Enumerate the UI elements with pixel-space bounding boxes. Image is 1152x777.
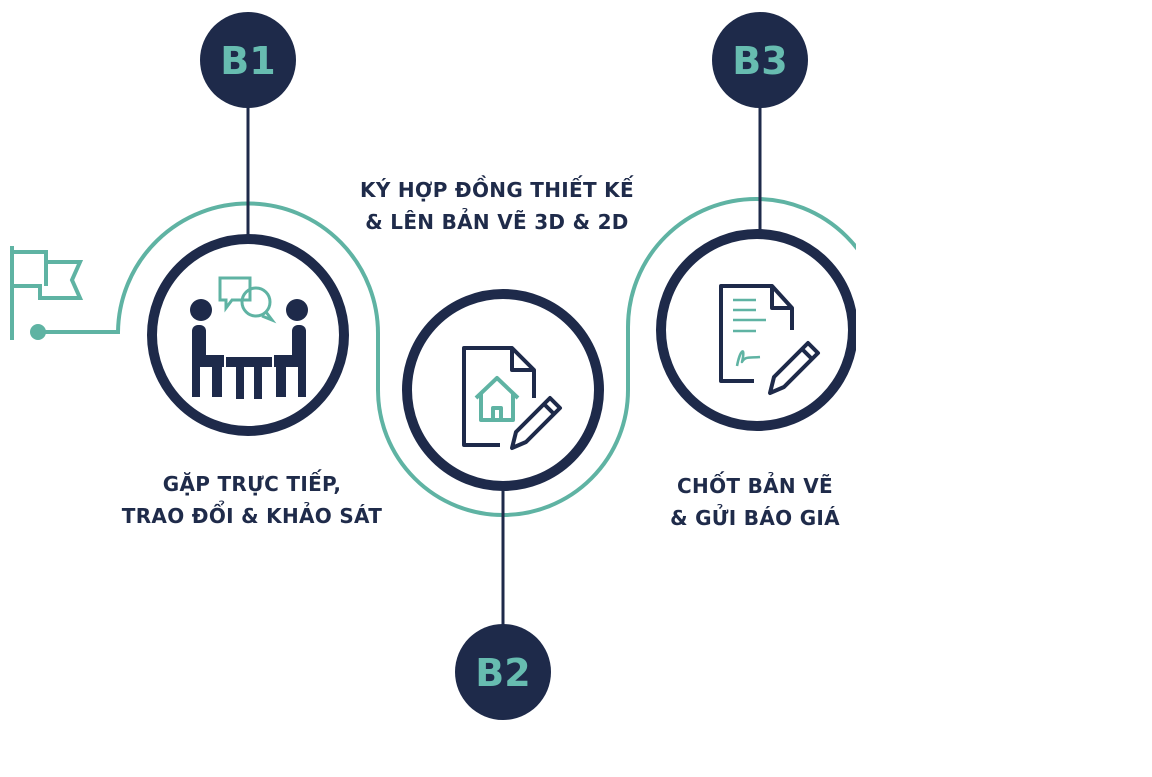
step-circle-b2 <box>402 289 604 491</box>
badge-label: B1 <box>220 39 275 83</box>
process-path <box>38 197 856 517</box>
step-b1-line-2: TRAO ĐỔI & KHẢO SÁT <box>121 504 383 528</box>
step-circle-b1 <box>147 234 349 436</box>
step-b3-description: CHỐT BẢN VẼ & GỬI BÁO GIÁ <box>670 470 840 534</box>
step-b1-description: GẶP TRỰC TIẾP, TRAO ĐỔI & KHẢO SÁT <box>122 468 382 532</box>
step-b2-line-1: KÝ HỢP ĐỒNG THIẾT KẾ <box>360 178 634 202</box>
step-b3-line-1: CHỐT BẢN VẼ <box>677 474 833 498</box>
step-circle-b3 <box>656 229 856 431</box>
flag-icon <box>10 246 84 340</box>
step-badge-b3: B3 <box>712 12 808 108</box>
step-badge-b2: B2 <box>455 624 551 720</box>
house-document-pencil-icon <box>462 346 562 450</box>
signed-document-pencil-icon <box>719 284 820 395</box>
badge-label: B2 <box>475 651 530 695</box>
step-b1-line-1: GẶP TRỰC TIẾP, <box>162 472 342 496</box>
step-b2-line-2: & LÊN BẢN VẼ 3D & 2D <box>365 210 629 234</box>
start-dot <box>30 324 46 340</box>
step-b3-line-2: & GỬI BÁO GIÁ <box>670 506 840 530</box>
step-badge-b1: B1 <box>200 12 296 108</box>
meeting-people-icon <box>190 276 308 399</box>
badge-label: B3 <box>732 39 787 83</box>
step-b2-description: KÝ HỢP ĐỒNG THIẾT KẾ & LÊN BẢN VẼ 3D & 2… <box>360 174 634 238</box>
